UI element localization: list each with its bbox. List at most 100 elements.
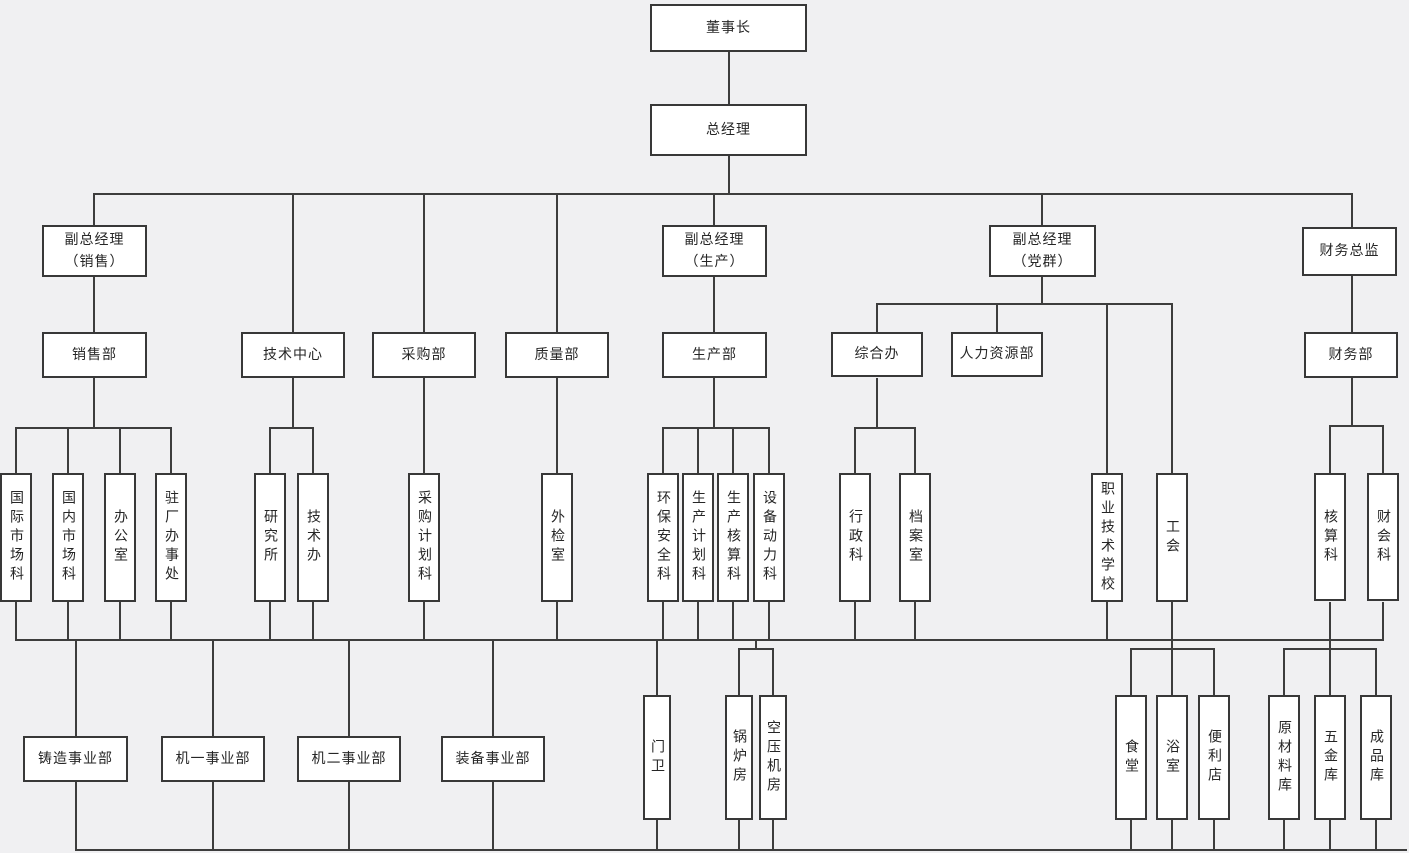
connector-line-horizontal (1329, 425, 1384, 427)
connector-line-vertical (732, 602, 734, 640)
connector-line-horizontal (1130, 648, 1215, 650)
node-machine-2-division: 机二事业部 (297, 736, 401, 782)
connector-line-vertical (713, 277, 715, 332)
connector-line-vertical (728, 52, 730, 104)
connector-line-horizontal (738, 648, 774, 650)
node-chairman: 董事长 (650, 4, 807, 52)
node-admin-section: 行政科 (839, 473, 871, 602)
node-archives-room: 档案室 (899, 473, 931, 602)
node-convenience-store: 便利店 (1198, 695, 1230, 820)
connector-line-vertical (662, 428, 664, 473)
node-finance-dept: 财务部 (1304, 332, 1398, 378)
node-vp-sales: 副总经理 （销售） (42, 225, 147, 277)
connector-line-vertical (348, 782, 350, 850)
node-production-dept: 生产部 (662, 332, 767, 378)
connector-line-vertical (119, 602, 121, 640)
node-tech-office: 技术办 (297, 473, 329, 602)
connector-line-vertical (1329, 426, 1331, 473)
connector-line-vertical (876, 304, 878, 332)
connector-line-vertical (1283, 649, 1285, 695)
node-bathhouse: 浴室 (1156, 695, 1188, 820)
node-vocational-school: 职业技术学校 (1091, 473, 1123, 602)
connector-line-vertical (728, 156, 730, 194)
connector-line-vertical (556, 602, 558, 640)
connector-line-vertical (1106, 304, 1108, 473)
node-intl-market-section: 国际市场科 (0, 473, 32, 602)
connector-line-vertical (348, 640, 350, 736)
connector-line-vertical (656, 820, 658, 850)
connector-line-vertical (1329, 820, 1331, 850)
connector-line-horizontal (75, 849, 1407, 851)
connector-line-vertical (75, 640, 77, 736)
connector-line-horizontal (1283, 648, 1377, 650)
node-labor-union: 工会 (1156, 473, 1188, 602)
node-vp-production: 副总经理 （生产） (662, 225, 767, 277)
connector-line-vertical (713, 378, 715, 428)
node-hr-dept: 人力资源部 (951, 332, 1043, 377)
node-env-safety-section: 环保安全科 (647, 473, 679, 602)
node-raw-material-warehouse: 原材料库 (1268, 695, 1300, 820)
node-general-office: 综合办 (831, 332, 923, 377)
connector-line-vertical (1351, 194, 1353, 227)
connector-line-vertical (75, 782, 77, 850)
node-office: 办公室 (104, 473, 136, 602)
connector-line-vertical (556, 194, 558, 332)
connector-line-vertical (423, 378, 425, 473)
connector-line-vertical (738, 820, 740, 850)
connector-line-vertical (772, 649, 774, 695)
connector-line-horizontal (15, 639, 1384, 641)
connector-line-vertical (269, 602, 271, 640)
connector-line-vertical (656, 640, 658, 695)
node-canteen: 食堂 (1115, 695, 1147, 820)
connector-line-vertical (996, 304, 998, 332)
connector-line-vertical (292, 194, 294, 332)
connector-line-vertical (423, 602, 425, 640)
connector-line-vertical (1106, 602, 1108, 640)
connector-line-vertical (662, 602, 664, 640)
node-cfo: 财务总监 (1302, 227, 1397, 276)
node-accounting-section: 核算科 (1314, 473, 1346, 601)
node-equipment-division: 装备事业部 (441, 736, 545, 782)
connector-line-vertical (93, 378, 95, 428)
connector-line-vertical (1351, 378, 1353, 426)
connector-line-vertical (914, 602, 916, 640)
connector-line-vertical (1041, 277, 1043, 304)
connector-line-vertical (1041, 194, 1043, 225)
connector-line-vertical (1130, 820, 1132, 850)
connector-line-vertical (292, 378, 294, 428)
connector-line-vertical (713, 194, 715, 225)
connector-line-vertical (738, 649, 740, 695)
node-purchase-planning-section: 采购计划科 (408, 473, 440, 602)
connector-line-vertical (1171, 304, 1173, 473)
connector-line-vertical (768, 428, 770, 473)
node-finance-accounting-section: 财会科 (1367, 473, 1399, 601)
connector-line-horizontal (854, 427, 916, 429)
connector-line-vertical (492, 640, 494, 736)
connector-line-vertical (1213, 820, 1215, 850)
node-hardware-warehouse: 五金库 (1314, 695, 1346, 820)
connector-line-vertical (67, 428, 69, 473)
connector-line-vertical (732, 428, 734, 473)
node-gatehouse: 门卫 (643, 695, 671, 820)
connector-line-vertical (212, 640, 214, 736)
connector-line-horizontal (93, 193, 1353, 195)
connector-line-vertical (1130, 649, 1132, 695)
node-vp-party: 副总经理 （党群） (989, 225, 1096, 277)
connector-line-vertical (772, 820, 774, 850)
node-purchasing-dept: 采购部 (372, 332, 476, 378)
connector-line-vertical (1375, 820, 1377, 850)
connector-line-horizontal (15, 427, 172, 429)
connector-line-vertical (914, 428, 916, 473)
node-external-inspection-room: 外检室 (541, 473, 573, 602)
node-production-planning-section: 生产计划科 (682, 473, 714, 602)
connector-line-vertical (755, 640, 757, 649)
connector-line-vertical (67, 602, 69, 640)
node-machine-1-division: 机一事业部 (161, 736, 265, 782)
connector-line-vertical (423, 194, 425, 332)
connector-line-vertical (170, 428, 172, 473)
connector-line-vertical (93, 194, 95, 225)
connector-line-vertical (697, 602, 699, 640)
connector-line-vertical (1382, 426, 1384, 473)
connector-line-vertical (1351, 276, 1353, 332)
node-equipment-power-section: 设备动力科 (753, 473, 785, 602)
